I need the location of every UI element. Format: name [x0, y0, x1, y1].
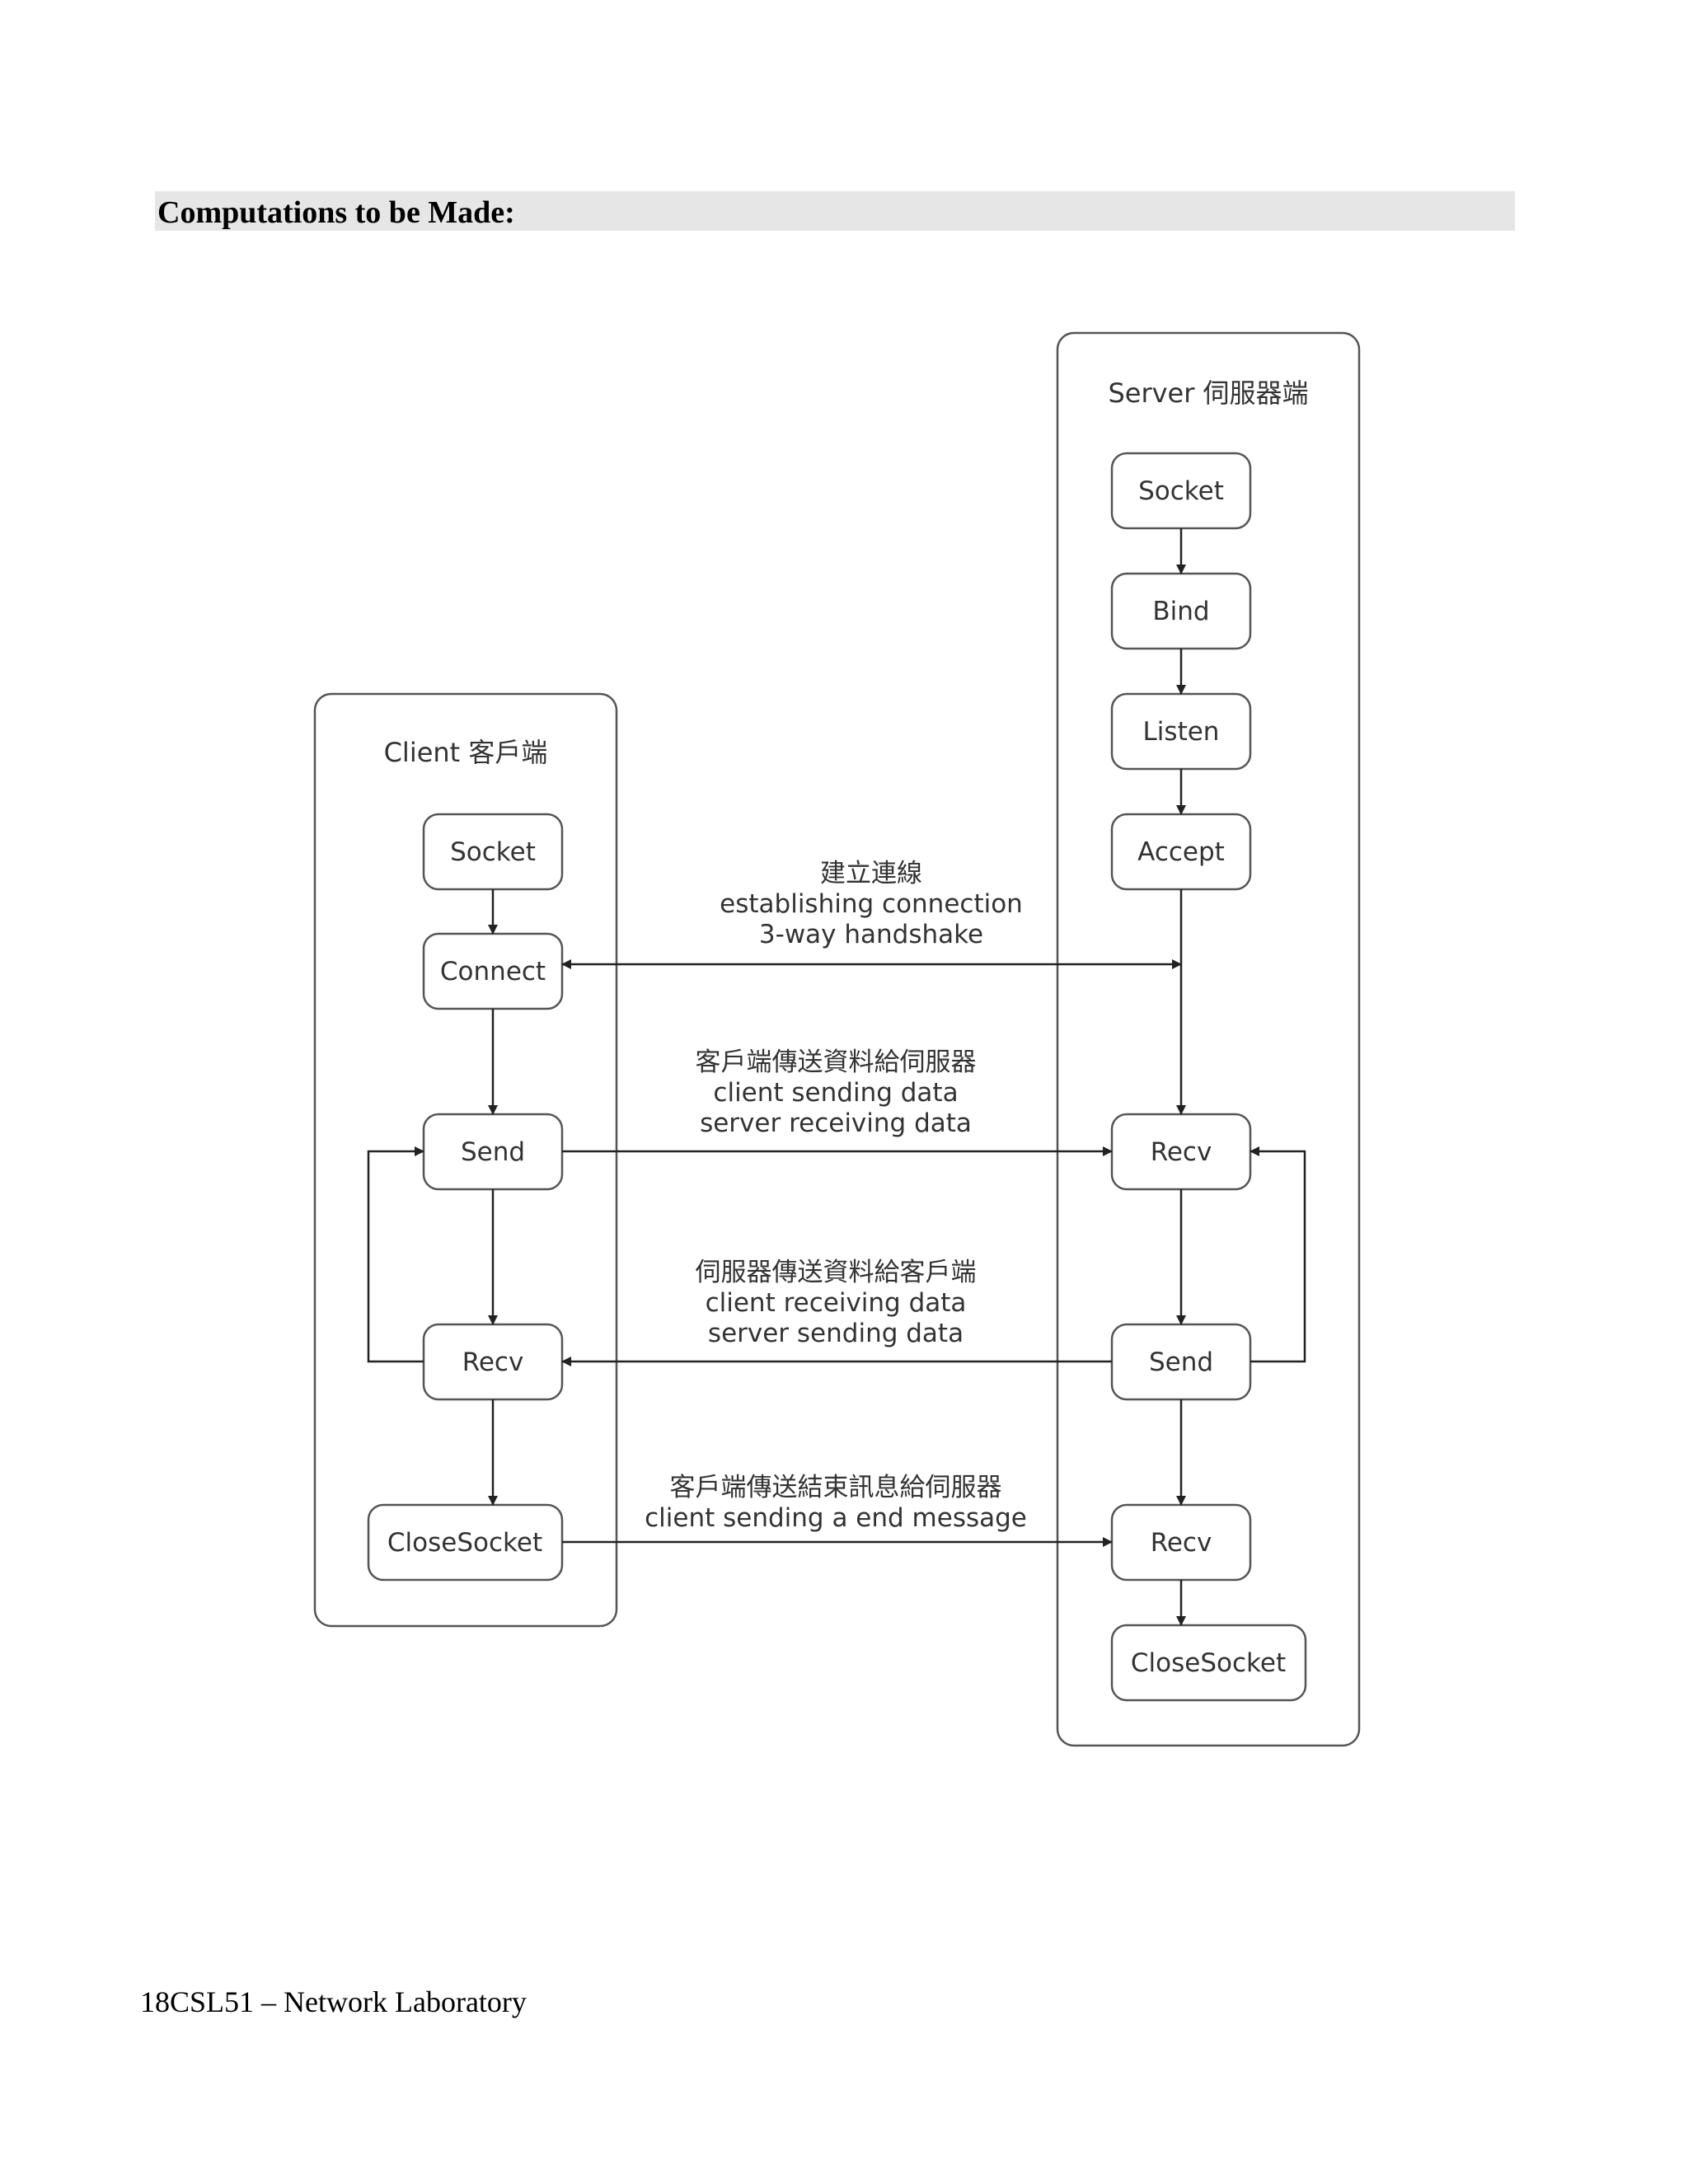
handshake-label-line2: 3-way handshake [759, 920, 983, 949]
handshake-label-line1: establishing connection [720, 889, 1023, 919]
server-node-recv: Recv [1110, 1113, 1252, 1191]
server-node-listen: Listen [1110, 692, 1252, 771]
server-send-label-line1: client receiving data [706, 1288, 967, 1318]
section-heading-bar [155, 191, 1515, 231]
server-node-send: Send [1110, 1323, 1252, 1401]
server-node-listen-label: Listen [1143, 717, 1220, 747]
client-node-recv-label: Recv [462, 1347, 524, 1377]
server-node-bind: Bind [1110, 572, 1252, 650]
server-node-accept: Accept [1110, 813, 1252, 891]
client-node-send: Send [422, 1113, 564, 1191]
server-send-label-line2: server sending data [708, 1319, 964, 1348]
server-node-socket-label: Socket [1138, 476, 1224, 506]
server-node-closesocket: CloseSocket [1110, 1624, 1307, 1702]
client-lane [313, 692, 618, 1628]
client-loop-arrow [367, 1146, 424, 1363]
client-node-connect-label: Connect [440, 957, 546, 987]
client-lane-title: Client 客戶端 [384, 737, 548, 768]
client-node-recv: Recv [422, 1323, 564, 1401]
section-heading: Computations to be Made: [157, 195, 515, 230]
server-node-recv-end: Recv [1110, 1503, 1252, 1582]
end-message-label-zh: 客戶端傳送結束訊息給伺服器 [670, 1473, 1002, 1502]
server-node-socket: Socket [1110, 452, 1252, 530]
server-node-closesocket-label: CloseSocket [1131, 1648, 1286, 1678]
client-node-connect: Connect [422, 932, 564, 1010]
page-footer: 18CSL51 – Network Laboratory [140, 1985, 527, 2018]
client-node-closesocket-label: CloseSocket [387, 1528, 542, 1558]
server-lane-title: Server 伺服器端 [1108, 377, 1308, 409]
client-send-label-zh: 客戶端傳送資料給伺服器 [696, 1047, 977, 1077]
server-node-send-label: Send [1149, 1347, 1213, 1377]
server-loop-arrow [1250, 1146, 1306, 1363]
server-node-recv-label: Recv [1151, 1137, 1212, 1167]
client-node-send-label: Send [461, 1137, 525, 1167]
server-node-accept-label: Accept [1137, 837, 1225, 867]
client-send-label-line2: server receiving data [700, 1108, 972, 1138]
client-node-socket-label: Socket [450, 837, 536, 867]
client-node-socket: Socket [422, 813, 564, 891]
server-lane [1056, 331, 1361, 1747]
handshake-label-zh: 建立連線 [820, 859, 922, 888]
end-message-label-line1: client sending a end message [645, 1503, 1027, 1533]
client-node-closesocket: CloseSocket [367, 1503, 564, 1582]
client-send-label-line1: client sending data [713, 1078, 958, 1108]
server-node-recv-end-label: Recv [1151, 1528, 1212, 1558]
server-send-label-zh: 伺服器傳送資料給客戶端 [696, 1258, 977, 1287]
server-node-bind-label: Bind [1152, 597, 1209, 626]
